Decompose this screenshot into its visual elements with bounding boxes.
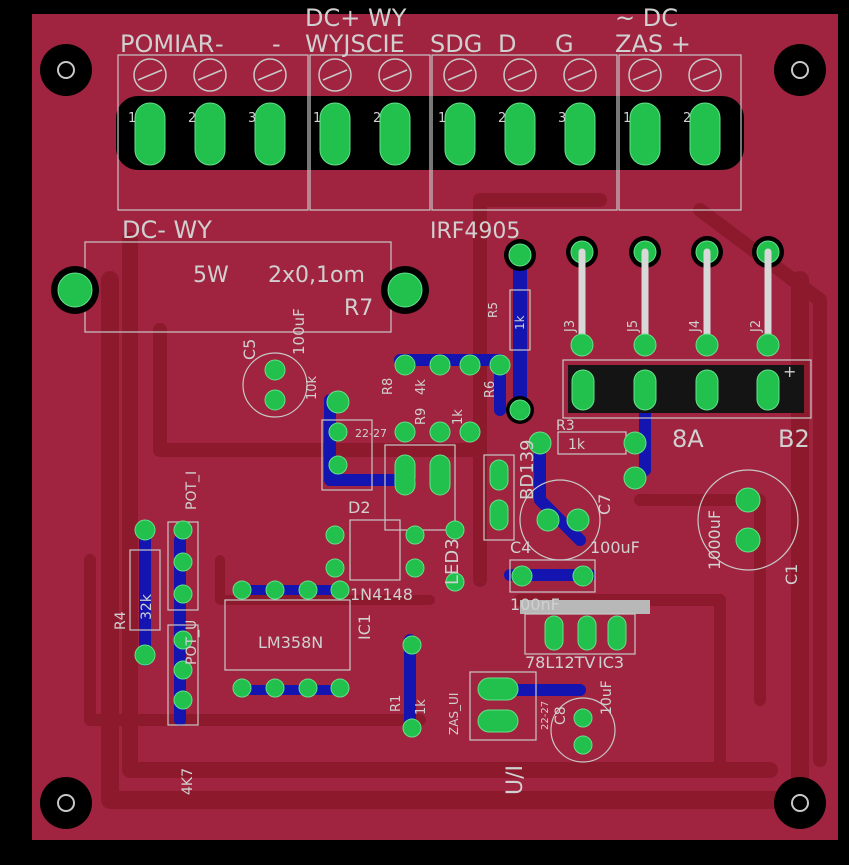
pin-label: 1 bbox=[623, 111, 631, 126]
label-78l12tv: 78L12TV bbox=[525, 653, 595, 672]
c4-capacitor bbox=[509, 559, 596, 593]
label-dc-minus-wy: DC- WY bbox=[122, 216, 212, 244]
pin-label: 1 bbox=[128, 111, 136, 126]
label-c8: C8 bbox=[553, 706, 569, 725]
label-r6: R6 bbox=[483, 381, 498, 398]
pin-label: 3 bbox=[558, 111, 566, 126]
c7-capacitor bbox=[519, 466, 647, 561]
label-j3: J3 bbox=[563, 320, 578, 333]
label-1k-a: 1k bbox=[451, 409, 466, 425]
label-c4: C4 bbox=[510, 538, 531, 557]
label-lm358n: LM358N bbox=[258, 633, 323, 652]
label-minus-2: - bbox=[272, 30, 281, 58]
pin-label: 1 bbox=[438, 111, 446, 126]
label-r3: R3 bbox=[556, 418, 575, 434]
label-sdg: SDG bbox=[430, 30, 482, 58]
label-r1: R1 bbox=[389, 695, 404, 712]
label-r3-value: 1k bbox=[568, 437, 586, 453]
label-plus: + bbox=[783, 362, 796, 381]
bottom-components bbox=[402, 635, 616, 763]
label-r5: R5 bbox=[486, 302, 500, 318]
label-j4: J4 bbox=[688, 320, 703, 333]
label-c8-value: 10uF bbox=[599, 680, 615, 715]
label-4k7: 4K7 bbox=[180, 768, 196, 795]
pin-label: 2 bbox=[498, 111, 506, 126]
label-wyjscie: WYJSCIE bbox=[305, 30, 405, 58]
label-minus-1: - bbox=[215, 30, 224, 58]
pin-label: 2 bbox=[683, 111, 691, 126]
label-pot-i: POT_I bbox=[184, 471, 200, 510]
label-r1-value: 1k bbox=[414, 699, 429, 715]
label-c5: C5 bbox=[240, 339, 259, 360]
label-bd139: BD139 bbox=[517, 439, 538, 500]
pin-label: 2 bbox=[373, 111, 381, 126]
mounting-holes bbox=[40, 44, 826, 829]
label-led3: LED3 bbox=[442, 538, 463, 585]
label-dc-plus-wy: DC+ WY bbox=[305, 4, 407, 32]
label-zas-ui: ZAS_UI bbox=[447, 693, 461, 735]
label-1n4148: 1N4148 bbox=[350, 585, 413, 604]
label-irf4905: IRF4905 bbox=[430, 219, 520, 244]
label-r7-power: 5W bbox=[193, 263, 229, 288]
c1-capacitor bbox=[697, 469, 799, 571]
label-c1: C1 bbox=[782, 564, 801, 585]
label-22-27-b: 22-27 bbox=[540, 701, 551, 730]
label-d2: D2 bbox=[348, 498, 371, 517]
d2-led3 bbox=[325, 519, 465, 592]
ic3-regulator bbox=[520, 600, 650, 655]
label-g: G bbox=[555, 30, 574, 58]
pin-label: 1 bbox=[313, 111, 321, 126]
r5-resistor bbox=[506, 289, 534, 424]
label-c5-value: 100uF bbox=[290, 308, 308, 355]
label-b2: B2 bbox=[778, 425, 810, 453]
silkscreen-labels: POMIAR - - DC+ WY WYJSCIE SDG D G ~ DC Z… bbox=[113, 4, 810, 795]
label-r8: R8 bbox=[381, 378, 396, 395]
label-r7-value: 2x0,1om bbox=[268, 263, 365, 288]
label-ac-dc: ~ DC bbox=[615, 4, 678, 32]
r7-power-resistor bbox=[51, 241, 429, 333]
pin-label: 2 bbox=[188, 111, 196, 126]
label-r4: R4 bbox=[113, 611, 129, 630]
potentiometers bbox=[129, 519, 199, 726]
label-22-27: 22-27 bbox=[355, 427, 387, 440]
label-10k: 10k bbox=[305, 375, 320, 400]
label-j5: J5 bbox=[626, 320, 641, 333]
label-u-i: U/I bbox=[503, 765, 528, 795]
r3-resistor bbox=[528, 431, 647, 455]
label-r7-name: R7 bbox=[344, 296, 373, 321]
label-c4-value: 100nF bbox=[510, 595, 560, 614]
label-ic3: IC3 bbox=[598, 653, 624, 672]
c5-capacitor bbox=[242, 352, 308, 418]
label-d: D bbox=[498, 30, 516, 58]
resistor-cluster bbox=[321, 354, 511, 491]
label-c7: C7 bbox=[595, 494, 614, 515]
label-pomiar: POMIAR bbox=[120, 30, 214, 58]
label-r4-value: 32k bbox=[139, 593, 155, 620]
label-j2: J2 bbox=[749, 320, 764, 333]
label-8a: 8A bbox=[672, 425, 704, 453]
label-c7-value: 100uF bbox=[590, 538, 640, 557]
terminal-block-outline bbox=[117, 54, 742, 211]
label-ic1: IC1 bbox=[355, 614, 374, 640]
lm358-ic bbox=[224, 580, 351, 698]
label-r9: R9 bbox=[414, 408, 429, 425]
pin-label: 3 bbox=[248, 111, 256, 126]
label-pot-u: POT_U bbox=[184, 620, 200, 665]
bd139-transistor bbox=[384, 444, 515, 541]
label-r5-value: 1k bbox=[513, 315, 527, 330]
label-zas: ZAS + bbox=[615, 30, 691, 58]
label-4k: 4k bbox=[414, 379, 429, 395]
terminal-screws bbox=[133, 58, 722, 92]
top-layer-traces bbox=[84, 193, 827, 809]
terminal-pads bbox=[134, 102, 721, 166]
jumper-pads bbox=[504, 236, 812, 419]
label-c1-value: 1000uF bbox=[705, 510, 724, 570]
